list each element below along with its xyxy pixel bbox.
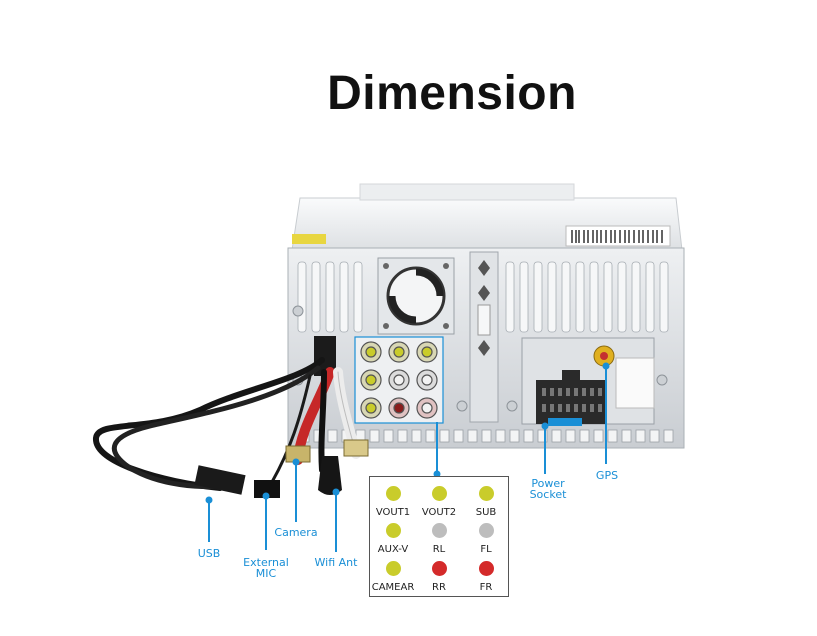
callout-lines (205, 362, 610, 552)
legend-label: FR (479, 582, 493, 593)
legend-label: FL (480, 544, 492, 555)
legend-label: SUB (475, 507, 497, 518)
legend-dot (385, 523, 401, 538)
legend-label: AUX-V (377, 544, 409, 555)
legend-label: RL (432, 544, 446, 555)
cables (93, 336, 361, 491)
power-gps-panel (521, 337, 655, 426)
legend-label: VOUT1 (375, 507, 411, 518)
label-camera: Camera (274, 526, 318, 539)
cable-ends (194, 439, 369, 498)
top-cover (291, 183, 683, 251)
usb-plug (194, 465, 246, 495)
label-external-mic-line2: MIC (255, 567, 277, 580)
label-external-mic-line1: External (243, 556, 289, 569)
legend-dot (478, 523, 494, 538)
jack-legend: VOUT1 VOUT2 SUB AUX-V RL FL CAMEAR RR FR (369, 476, 509, 597)
barcode-sticker (565, 225, 671, 247)
legend-item: RR (416, 561, 462, 593)
legend-dot (478, 561, 494, 576)
warning-sticker (292, 234, 326, 244)
label-wifi-ant: Wifi Ant (314, 556, 358, 569)
label-power-socket-line1: Power (531, 477, 565, 490)
legend-item: SUB (463, 486, 509, 518)
legend-label: VOUT2 (421, 507, 457, 518)
legend-dot (385, 486, 401, 501)
legend-item: VOUT1 (370, 486, 416, 518)
power-socket (536, 380, 606, 424)
fan-vent (377, 257, 455, 335)
legend-dot (431, 561, 447, 576)
legend-item: AUX-V (370, 523, 416, 555)
legend-label: RR (432, 582, 446, 593)
legend-item: VOUT2 (416, 486, 462, 518)
mic-plug (254, 480, 280, 498)
legend-item: FL (463, 523, 509, 555)
legend-dot (385, 561, 401, 576)
legend-dot (478, 486, 494, 501)
middle-vents (469, 251, 499, 423)
legend-dot (431, 486, 447, 501)
legend-dot (431, 523, 447, 538)
legend-item: RL (416, 523, 462, 555)
legend-label: CAMEAR (371, 582, 415, 593)
label-power-socket-line2: Socket (529, 488, 567, 501)
page-title: Dimension (327, 67, 577, 120)
legend-item: FR (463, 561, 509, 593)
label-usb: USB (197, 547, 221, 560)
rca-jack-panel (354, 336, 444, 424)
legend-item: CAMEAR (370, 561, 416, 593)
label-gps: GPS (595, 469, 619, 482)
